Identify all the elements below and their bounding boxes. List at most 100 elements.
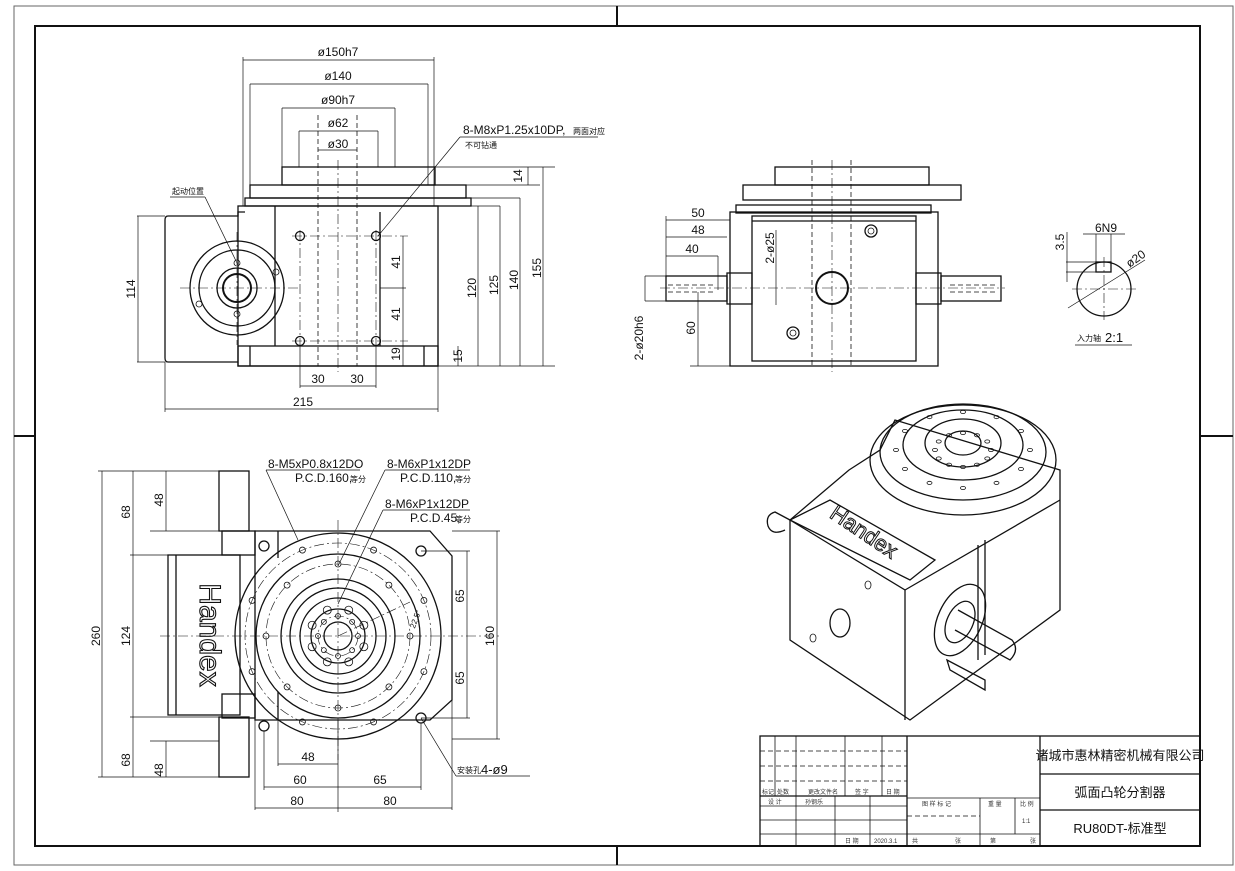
dim-30-left: 30 bbox=[311, 372, 325, 386]
bolt-hole bbox=[344, 605, 354, 615]
iso-bolt-hole bbox=[984, 456, 991, 461]
mount-hole-label: 安装孔 bbox=[457, 765, 481, 775]
start-position-label: 起动位置 bbox=[172, 186, 204, 196]
iso-bolt-hole bbox=[902, 466, 908, 471]
dim-65-bottom: 65 bbox=[373, 773, 387, 787]
iso-bolt-hole bbox=[1018, 428, 1024, 433]
thread-note: 不可钻通 bbox=[465, 140, 497, 150]
thread-callout-suffix: 两面对应 bbox=[573, 126, 605, 136]
dim-30-right: 30 bbox=[350, 372, 364, 386]
dim-120: 120 bbox=[465, 278, 479, 298]
detail-scale: 2:1 bbox=[1105, 330, 1123, 345]
iso-bolt-hole bbox=[993, 415, 1000, 420]
dim-140: 140 bbox=[507, 270, 521, 290]
dim-d150h7: ø150h7 bbox=[318, 45, 359, 59]
bolt-hole bbox=[370, 718, 377, 726]
dim-60: 60 bbox=[684, 321, 698, 335]
date-value: 2020.3.1 bbox=[874, 839, 898, 845]
iso-bolt-hole bbox=[993, 480, 1000, 485]
sheet-label: 第 bbox=[990, 837, 996, 845]
shaft-section-detail: 6N9 3.5 ø20 入力轴 2:1 bbox=[1053, 221, 1148, 346]
inner-frame bbox=[34, 25, 1201, 847]
iso-bolt-hole bbox=[902, 428, 908, 433]
bolt-hole bbox=[315, 633, 321, 639]
dim-48: 48 bbox=[691, 223, 705, 237]
weight-label: 重 量 bbox=[988, 800, 1002, 808]
bolt-hole bbox=[307, 642, 317, 652]
product-name: 弧面凸轮分割器 bbox=[1074, 785, 1165, 800]
bolt-hole bbox=[420, 597, 428, 604]
bolt-hole bbox=[299, 718, 306, 726]
iso-bolt-hole bbox=[960, 430, 966, 435]
bolt-hole bbox=[283, 683, 291, 691]
callout-3-line2: P.C.D.45, bbox=[410, 511, 460, 525]
iso-bolt-hole bbox=[935, 456, 942, 461]
dim-40: 40 bbox=[685, 242, 699, 256]
detail-label: 入力轴 bbox=[1077, 333, 1101, 343]
iso-bolt-hole bbox=[988, 447, 994, 452]
bolt-hole bbox=[248, 597, 256, 604]
dim-155: 155 bbox=[530, 258, 544, 278]
iso-bolt-hole bbox=[893, 447, 899, 452]
bolt-hole bbox=[322, 657, 332, 667]
dim-60-bottom: 60 bbox=[293, 773, 307, 787]
isometric-view: Handex bbox=[766, 403, 1061, 721]
drawing-mark-label: 图 样 标 记 bbox=[922, 800, 951, 808]
dim-14: 14 bbox=[511, 169, 525, 183]
iso-bolt-hole bbox=[932, 447, 938, 452]
iso-bolt-hole bbox=[974, 433, 980, 438]
iso-bolt-hole bbox=[960, 485, 966, 490]
rev-header-sign: 签 字 bbox=[855, 788, 869, 796]
iso-bolt-hole bbox=[946, 462, 952, 467]
iso-bolt-hole bbox=[935, 439, 942, 444]
dim-41-upper: 41 bbox=[389, 255, 403, 269]
bolt-hole bbox=[370, 546, 377, 554]
dim-6n9: 6N9 bbox=[1095, 221, 1117, 235]
dim-48-bottom-h: 48 bbox=[301, 750, 315, 764]
rev-header-count: 处数 bbox=[777, 788, 789, 796]
dim-68-bottom: 68 bbox=[119, 753, 133, 767]
date-label: 日 期 bbox=[845, 837, 859, 845]
brand-handex-top: Handex bbox=[193, 583, 226, 686]
front-view: ø150h7 ø140 ø90h7 ø62 ø30 8-M8xP1.25x10D… bbox=[124, 45, 605, 412]
dim-d20: ø20 bbox=[1123, 247, 1148, 271]
dim-d62: ø62 bbox=[328, 116, 349, 130]
design-label: 设 计 bbox=[768, 798, 782, 806]
side-view: 50 48 40 2-ø25 2-ø20h6 60 bbox=[632, 160, 1005, 372]
dim-48-bottom: 48 bbox=[152, 763, 166, 777]
sheet-total-suffix: 张 bbox=[955, 837, 961, 845]
callout-1-line1: 8-M5xP0.8x12DO bbox=[268, 457, 363, 471]
angle-22-5: 22.5° bbox=[408, 609, 423, 630]
bolt-hole bbox=[385, 581, 393, 589]
dim-2-d20h6: 2-ø20h6 bbox=[632, 315, 646, 360]
bolt-hole bbox=[359, 620, 369, 630]
dim-65-lower: 65 bbox=[453, 671, 467, 685]
rev-header-date: 日 期 bbox=[886, 788, 900, 796]
callout-1-line2: P.C.D.160, bbox=[295, 471, 352, 485]
bolt-hole bbox=[248, 668, 256, 675]
scale-label: 比 例 bbox=[1020, 800, 1034, 808]
dim-80-left: 80 bbox=[290, 794, 304, 808]
dim-d90h7: ø90h7 bbox=[321, 93, 355, 107]
rev-header-mark: 标记 bbox=[762, 788, 774, 796]
dim-3-5: 3.5 bbox=[1053, 233, 1067, 250]
company-name: 诸城市惠林精密机械有限公司 bbox=[1035, 748, 1204, 763]
callout-1-suffix: 等分 bbox=[350, 474, 366, 484]
bolt-hole bbox=[307, 620, 317, 630]
callout-2-line2: P.C.D.110, bbox=[400, 471, 456, 485]
model-name: RU80DT-标准型 bbox=[1073, 821, 1166, 836]
bolt-hole bbox=[320, 647, 327, 654]
dim-160: 160 bbox=[483, 626, 497, 646]
callout-3-line1: 8-M6xP1x12DP bbox=[385, 497, 469, 511]
rev-header-file: 更改文件名 bbox=[808, 788, 838, 796]
dim-65-upper: 65 bbox=[453, 589, 467, 603]
dim-15: 15 bbox=[451, 349, 465, 363]
iso-bolt-hole bbox=[1027, 447, 1033, 452]
sheet-total-label: 共 bbox=[912, 837, 918, 845]
designer-name: 孙钢乐 bbox=[805, 798, 823, 806]
iso-bolt-hole bbox=[960, 409, 966, 414]
dim-50: 50 bbox=[691, 206, 705, 220]
bolt-hole bbox=[299, 546, 306, 554]
dim-124: 124 bbox=[119, 626, 133, 646]
